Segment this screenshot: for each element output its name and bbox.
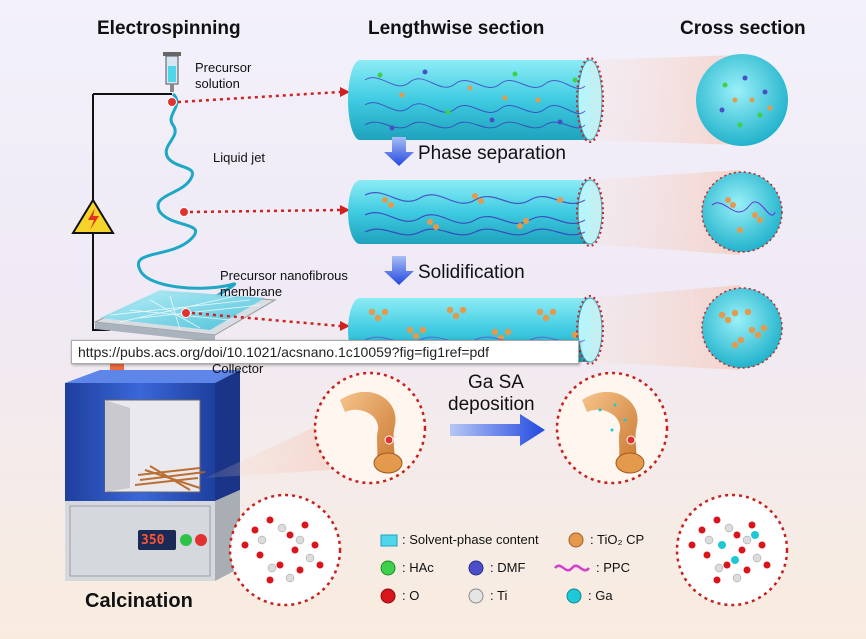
legend-dmf: : DMF bbox=[490, 560, 526, 575]
label-ga-sa: Ga SA bbox=[468, 372, 524, 393]
label-precursor-solution-2: solution bbox=[195, 76, 240, 91]
header-cross-section: Cross section bbox=[680, 18, 806, 39]
liquid-jet bbox=[136, 92, 236, 314]
atomic-structure-right bbox=[675, 493, 789, 607]
label-liquid-jet: Liquid jet bbox=[213, 150, 266, 165]
legend-tio2-cp: : TiO₂ CP bbox=[590, 532, 645, 547]
legend-hac: : HAc bbox=[402, 560, 434, 575]
cross-section-1 bbox=[696, 54, 788, 146]
header-calcination: Calcination bbox=[85, 590, 193, 612]
label-collector: Collector bbox=[212, 361, 264, 376]
fiber-end-outline bbox=[576, 57, 604, 365]
legend-ga: : Ga bbox=[588, 588, 613, 603]
label-solidification: Solidification bbox=[418, 262, 525, 283]
connector-lines bbox=[177, 90, 341, 328]
tio2-fiber-zoom-1 bbox=[313, 371, 427, 485]
down-arrow-icon bbox=[384, 137, 414, 285]
legend-o: : O bbox=[402, 588, 420, 603]
molecule-dots bbox=[377, 69, 578, 131]
url-tooltip: https://pubs.acs.org/doi/10.1021/acsnano… bbox=[71, 340, 579, 364]
header-lengthwise-section: Lengthwise section bbox=[368, 18, 545, 39]
legend-ppc: : PPC bbox=[596, 560, 630, 575]
cross-section-2 bbox=[701, 171, 783, 253]
legend-ti: : Ti bbox=[490, 588, 508, 603]
furnace-beam bbox=[205, 420, 330, 478]
label-precursor-solution-1: Precursor bbox=[195, 60, 252, 75]
syringe-icon bbox=[163, 52, 181, 92]
label-membrane-2: membrane bbox=[220, 284, 283, 299]
header-electrospinning: Electrospinning bbox=[97, 18, 241, 39]
high-voltage-icon bbox=[71, 198, 115, 234]
furnace-display: 350 bbox=[141, 533, 165, 548]
sample-point bbox=[167, 97, 191, 318]
cross-section-3 bbox=[701, 287, 783, 369]
legend-swatches bbox=[380, 532, 590, 604]
fiber-lengthwise-1 bbox=[348, 59, 603, 141]
tio2-ga-fiber-zoom bbox=[555, 371, 669, 485]
label-membrane-1: Precursor nanofibrous bbox=[220, 268, 348, 283]
label-phase-separation: Phase separation bbox=[418, 143, 566, 164]
label-deposition: deposition bbox=[448, 394, 535, 415]
legend-solvent-phase: : Solvent-phase content bbox=[402, 532, 539, 547]
connector-arrowheads bbox=[340, 87, 350, 331]
ga-deposition-arrow bbox=[450, 414, 545, 446]
fiber-lengthwise-2 bbox=[348, 179, 603, 245]
atomic-structure-left bbox=[228, 493, 342, 607]
